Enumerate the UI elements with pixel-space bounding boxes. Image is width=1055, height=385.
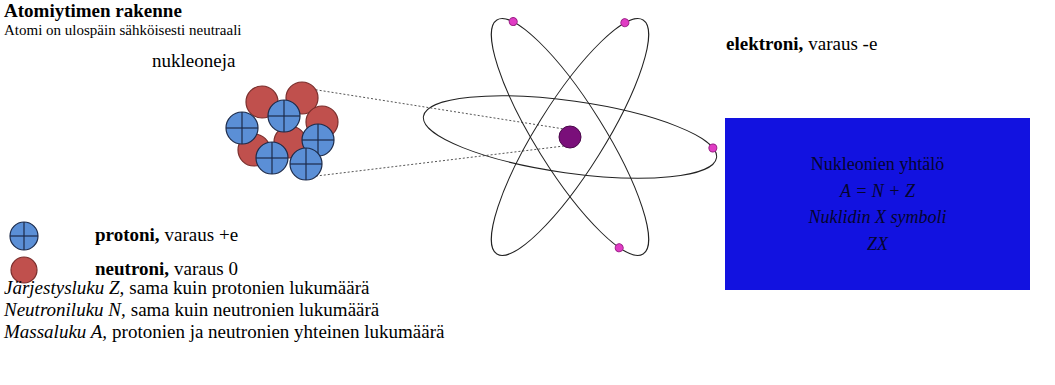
definition-text: protonien ja neutronien yhteinen lukumää… (112, 321, 444, 343)
definition-text: sama kuin protonien lukumäärä (129, 277, 369, 299)
legend-term: elektroni, (726, 33, 803, 55)
legend-text: varaus +e (165, 224, 239, 246)
legend-text: varaus -e (808, 33, 877, 55)
box-heading: Nuklidin X symboli (809, 206, 947, 229)
definition-term: Neutroniluku N, (4, 299, 126, 321)
proton-symbol (10, 222, 38, 250)
box-heading: Nukleonien yhtälö (811, 153, 944, 176)
nuclide-symbol: ZX (867, 233, 888, 256)
legend-term: protoni, (95, 224, 160, 246)
definition-term: Massaluku A, (4, 321, 107, 343)
group-label: nukleoneja (152, 50, 235, 72)
definition-term: Järjestysluku Z, (4, 277, 124, 299)
nucleus-cluster (226, 82, 338, 180)
title: Atomiytimen rakenne (4, 0, 182, 22)
legend-term: neutroni, (95, 258, 169, 280)
legend-text: varaus 0 (174, 258, 238, 280)
definition-text: sama kuin neutronien lukumäärä (131, 299, 380, 321)
equation: A = N + Z (840, 180, 915, 203)
projection-line (300, 146, 564, 178)
orbits (418, 2, 721, 272)
subtitle: Atomi on ulospäin sähköisesti neutraali (4, 22, 241, 39)
info-box: Nukleonien yhtälö A = N + Z Nuklidin X sym… (725, 118, 1030, 290)
